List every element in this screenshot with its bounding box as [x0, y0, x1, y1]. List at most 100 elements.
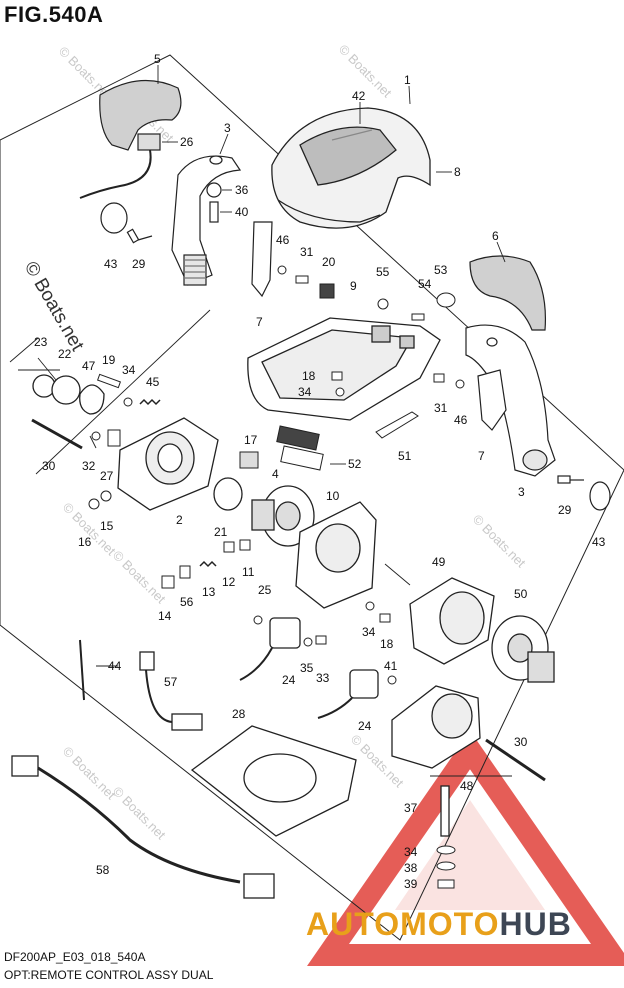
callout-4: 4	[272, 467, 279, 481]
plate-part-27	[107, 429, 121, 447]
callout-30: 30	[514, 735, 528, 749]
bracket-part-2	[117, 417, 219, 511]
harness-part-58	[11, 755, 275, 899]
callout-32: 32	[82, 459, 96, 473]
callout-47: 47	[82, 359, 96, 373]
callout-36: 36	[235, 183, 249, 197]
washer-part-35	[303, 637, 313, 647]
callout-34: 34	[298, 385, 312, 399]
callout-23: 23	[34, 335, 48, 349]
callout-31: 31	[434, 401, 448, 415]
housing-part-10	[295, 501, 377, 609]
bolt-part-40	[209, 201, 219, 223]
block-part-20	[319, 283, 335, 299]
callout-50: 50	[514, 587, 528, 601]
pad-part-52	[280, 445, 324, 471]
callout-28: 28	[232, 707, 246, 721]
cap-part-43-right	[589, 481, 611, 511]
screw-part-54	[411, 313, 425, 321]
callout-33: 33	[316, 671, 330, 685]
washer-part-46-right	[455, 379, 465, 389]
nut-part-15	[100, 490, 112, 502]
callout-34: 34	[362, 625, 376, 639]
callout-11: 11	[242, 565, 255, 579]
callout-46: 46	[276, 233, 290, 247]
assembly-frame	[0, 54, 624, 941]
callout-58: 58	[96, 863, 110, 877]
callout-6: 6	[492, 229, 499, 243]
callout-3: 3	[518, 485, 525, 499]
callout-18: 18	[380, 637, 394, 651]
cap-part-43-left	[100, 202, 128, 234]
callout-13: 13	[202, 585, 216, 599]
ring-part-21	[213, 477, 243, 511]
callout-24: 24	[358, 719, 372, 733]
callout-7: 7	[478, 449, 485, 463]
callout-16: 16	[78, 535, 92, 549]
switch-part-17	[239, 451, 259, 469]
figure-title: FIG.540A	[4, 2, 104, 27]
lever-part-6	[469, 255, 547, 331]
housing-part-9	[247, 317, 441, 421]
callout-53: 53	[434, 263, 448, 277]
sensor-part-24-lower	[317, 669, 379, 719]
logo-text-automoto: AUTOMOTO	[306, 906, 500, 942]
lever-arm-part-3-left	[171, 155, 242, 286]
callout-3: 3	[224, 121, 231, 135]
callout-30: 30	[42, 459, 56, 473]
screw-part-18-right	[379, 613, 391, 623]
harness-part-57	[139, 651, 203, 731]
callout-5: 5	[154, 52, 161, 66]
callout-2: 2	[176, 513, 183, 527]
callout-1: 1	[404, 73, 411, 87]
callout-24: 24	[282, 673, 296, 687]
callout-27: 27	[100, 469, 114, 483]
svg-text:© Boats.net: © Boats.net	[336, 42, 395, 101]
bracket-part-7-left	[251, 221, 273, 298]
gasket-part-28	[190, 725, 357, 837]
screw-part-25	[253, 615, 263, 625]
callout-39: 39	[404, 877, 418, 891]
callout-40: 40	[235, 205, 249, 219]
cam-part-47	[79, 384, 105, 415]
svg-text:© Boats.net: © Boats.net	[470, 512, 529, 571]
callout-54: 54	[418, 277, 432, 291]
callout-7: 7	[256, 315, 263, 329]
connector-part-26	[79, 133, 161, 199]
gear-part-50	[491, 615, 555, 683]
cable-tie-part-44	[79, 639, 85, 701]
callout-19: 19	[102, 353, 116, 367]
callout-20: 20	[322, 255, 336, 269]
handle-part-5	[99, 79, 182, 151]
bolt-part-30-left	[31, 418, 83, 450]
logo-text-hub: HUB	[499, 906, 572, 942]
callout-52: 52	[348, 457, 362, 471]
spring-part-13	[199, 560, 217, 568]
figure-code: DF200AP_E03_018_540A	[4, 950, 146, 964]
screw-part-32	[91, 431, 101, 441]
callout-14: 14	[158, 609, 172, 623]
callout-labels: 1 42 8 5 26 3 36 40 43 29 46 7 31 20 55 …	[34, 52, 606, 891]
callout-17: 17	[244, 433, 258, 447]
screw-part-18-top	[331, 371, 343, 381]
screw-part-16	[88, 498, 100, 510]
washer-part-38	[436, 861, 456, 871]
callout-46: 46	[454, 413, 468, 427]
callout-56: 56	[180, 595, 194, 609]
callout-34: 34	[122, 363, 136, 377]
screw-part-41	[387, 675, 397, 685]
figure-description: OPT:REMOTE CONTROL ASSY DUAL	[4, 968, 214, 982]
sensor-part-24-upper	[239, 617, 301, 681]
callout-15: 15	[100, 519, 114, 533]
callout-45: 45	[146, 375, 160, 389]
callout-29: 29	[132, 257, 146, 271]
callout-55: 55	[376, 265, 390, 279]
svg-text:© Boats.net: © Boats.net	[110, 548, 169, 607]
callout-10: 10	[326, 489, 340, 503]
spring-part-45	[139, 398, 161, 406]
callout-49: 49	[432, 555, 446, 569]
callout-35: 35	[300, 661, 314, 675]
bolt-part-19	[96, 373, 122, 389]
screw-part-31-left	[295, 275, 309, 284]
